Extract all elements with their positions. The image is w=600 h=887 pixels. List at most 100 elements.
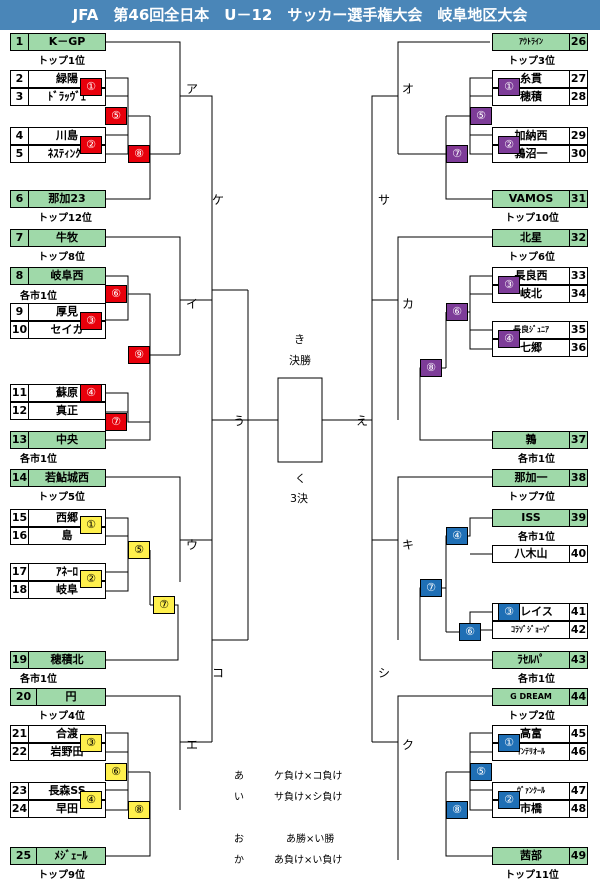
team-38-seed: トップ7位 [508,492,555,503]
team-13-seed: 各市1位 [20,454,57,465]
round-label-i: イ [186,297,199,311]
round-label-ke: ケ [212,193,225,207]
team-26-seed: トップ3位 [508,56,555,67]
match-2-left-b[interactable]: ② [80,570,102,588]
match-8-right-b[interactable]: ⑧ [446,801,468,819]
match-3-right-a[interactable]: ③ [498,276,520,294]
legend-text-i: サ負け×シ負け [274,792,343,803]
legend-key-o: お [234,834,244,845]
team-37-seed: 各市1位 [518,454,555,465]
match-1-right-b[interactable]: ① [498,734,520,752]
legend-text-a: ケ負け×コ負け [274,771,343,782]
team-25-seed: トップ9位 [38,870,85,881]
match-3-left-a[interactable]: ③ [80,312,102,330]
match-6-left-b[interactable]: ⑥ [105,763,127,781]
match-7-right-a[interactable]: ⑦ [446,145,468,163]
match-1-left-a[interactable]: ① [80,78,102,96]
team-1-seed: トップ1位 [38,56,85,67]
round-label-e: エ [186,738,199,752]
team-7-seed: トップ8位 [38,252,85,263]
match-5-left-b[interactable]: ⑤ [128,541,150,559]
match-6-left-a[interactable]: ⑥ [105,285,127,303]
match-8-left-b[interactable]: ⑧ [128,801,150,819]
legend-text-ka: あ負け×い負け [274,855,343,866]
round-label-a: ア [186,82,199,96]
match-1-right-a[interactable]: ① [498,78,520,96]
team-20-seed: トップ4位 [38,711,85,722]
team-44-seed: トップ2位 [508,711,555,722]
third-label-ku: く [295,472,306,485]
match-7-left-b[interactable]: ⑦ [153,596,175,614]
tournament-title: JFA 第46回全日本 U－12 サッカー選手権大会 岐阜地区大会 [0,0,600,30]
match-7-right-b[interactable]: ⑦ [420,579,442,597]
round-label-ku: ク [402,738,415,752]
round-label-shi: シ [378,666,391,680]
team-39-seed: 各市1位 [518,532,555,543]
match-8-left-a[interactable]: ⑧ [128,145,150,163]
match-3-right-b[interactable]: ③ [498,603,520,621]
team-19-seed: 各市1位 [20,674,57,685]
round-label-ki: キ [402,538,415,552]
match-4-right-b[interactable]: ④ [446,527,468,545]
match-2-left-a[interactable]: ② [80,136,102,154]
third-place-label: 3決 [290,492,308,505]
legend-key-i: い [234,792,244,803]
final-label-ki: き [294,333,305,346]
match-7-left-a[interactable]: ⑦ [105,413,127,431]
match-4-left-b[interactable]: ④ [80,791,102,809]
match-2-right-a[interactable]: ② [498,136,520,154]
round-label-e2: え [356,414,369,428]
match-5-right-b[interactable]: ⑤ [470,763,492,781]
round-label-o: オ [402,82,415,96]
match-2-right-b[interactable]: ② [498,791,520,809]
final-label: 決勝 [289,354,311,367]
legend-text-o: あ勝×い勝 [286,834,335,845]
legend-key-ka: か [234,855,244,866]
match-6-right-a[interactable]: ⑥ [446,303,468,321]
team-31-seed: トップ10位 [505,213,559,224]
match-5-left-a[interactable]: ⑤ [105,107,127,125]
round-label-sa: サ [378,193,391,207]
match-3-left-b[interactable]: ③ [80,734,102,752]
match-9-left-a[interactable]: ⑨ [128,346,150,364]
team-49-seed: トップ11位 [505,870,559,881]
match-8-right-a[interactable]: ⑧ [420,359,442,377]
match-4-left-a[interactable]: ④ [80,384,102,402]
team-14-seed: トップ5位 [38,492,85,503]
team-6-seed: トップ12位 [38,213,92,224]
match-4-right-a[interactable]: ④ [498,330,520,348]
match-5-right-a[interactable]: ⑤ [470,107,492,125]
round-label-u: ウ [186,538,199,552]
team-32-seed: トップ6位 [508,252,555,263]
match-1-left-b[interactable]: ① [80,516,102,534]
team-43-seed: 各市1位 [518,674,555,685]
team-8-seed: 各市1位 [20,291,57,302]
round-label-ko: コ [212,666,225,680]
round-label-ka: カ [402,297,415,311]
match-6-right-b[interactable]: ⑥ [459,623,481,641]
